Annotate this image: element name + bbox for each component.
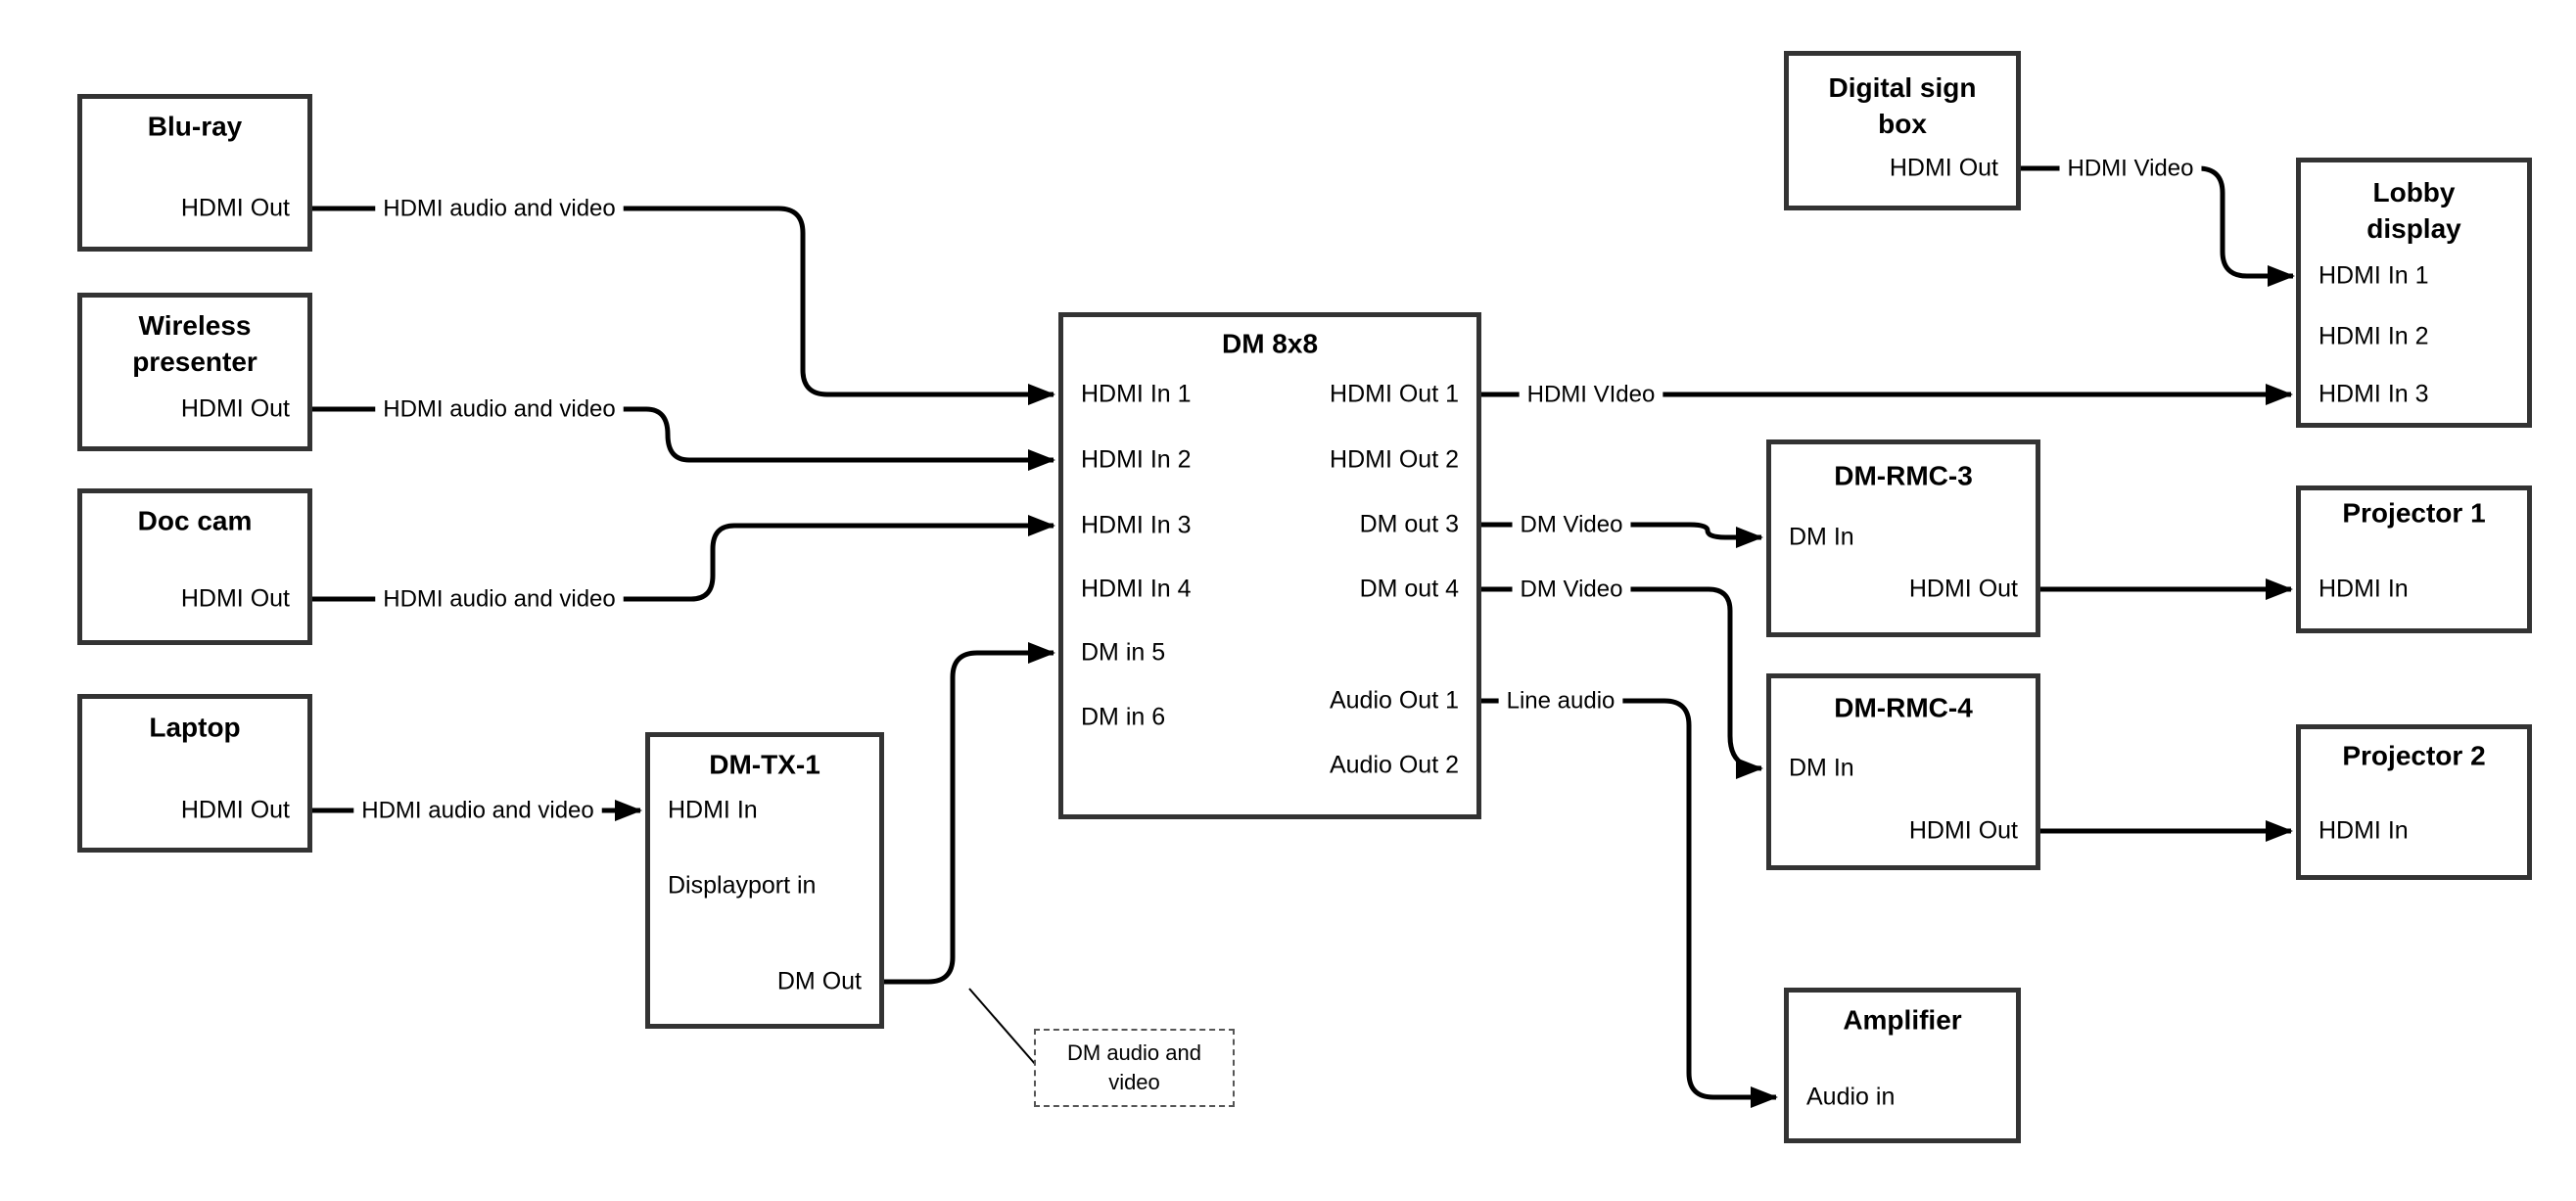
edge-wireless-presenter-to-dm8x8-in2-label-bg [375, 395, 624, 423]
node-dm-tx-1-port-displayport-in: Displayport in [668, 871, 817, 900]
node-projector-2: Projector 2 HDMI In [2296, 724, 2532, 880]
edge-dm8x8-out3-to-dm-rmc-3 [1481, 522, 1763, 548]
node-dm-8x8-port-dm-out-3: DM out 3 [1359, 510, 1459, 538]
node-dm-8x8-port-hdmi-in-1: HDMI In 1 [1081, 380, 1192, 408]
node-dm-rmc-4-port-dm-in: DM In [1789, 754, 1854, 782]
node-dm-tx-1-port-dm-out: DM Out [776, 967, 862, 995]
edge-dm-tx-1-to-dm8x8-in5 [884, 642, 1055, 985]
node-blu-ray-port-hdmi-out: HDMI Out [180, 194, 290, 222]
edge-dm8x8-out3-to-dm-rmc-3-label-bg [1512, 511, 1631, 538]
edge-digital-sign-box-to-lobby-display-in1-label: HDMI Video [2068, 156, 2194, 182]
node-dm-rmc-3: DM-RMC-3 DM In HDMI Out [1766, 439, 2040, 637]
node-dm-8x8-port-hdmi-in-3: HDMI In 3 [1081, 511, 1192, 539]
node-wireless-presenter-port-hdmi-out: HDMI Out [180, 394, 290, 423]
edge-digital-sign-box-to-lobby-display-in1-label-bg [2059, 155, 2202, 182]
node-digital-sign-box-port-hdmi-out: HDMI Out [1889, 154, 1998, 182]
node-dm-8x8-port-hdmi-out-1: HDMI Out 1 [1330, 380, 1459, 408]
edge-blu-ray-to-dm8x8-in1 [312, 206, 1055, 405]
node-dm-8x8-title: DM 8x8 [1221, 328, 1319, 359]
node-laptop-port-hdmi-out: HDMI Out [180, 796, 290, 824]
node-lobby-display-port-hdmi-in-2: HDMI In 2 [2318, 322, 2429, 350]
node-dm-8x8-port-dm-in-5: DM in 5 [1081, 638, 1166, 667]
node-lobby-display-port-hdmi-in-3: HDMI In 3 [2318, 380, 2429, 408]
edge-dm8x8-audio-out1-to-amplifier [1481, 698, 1778, 1108]
node-dm-rmc-3-port-hdmi-out: HDMI Out [1908, 575, 2018, 603]
node-laptop-title: Laptop [149, 712, 241, 743]
edge-dm8x8-audio-out1-to-amplifier-label: Line audio [1507, 688, 1616, 715]
node-dm-rmc-4: DM-RMC-4 DM In HDMI Out [1766, 673, 2040, 870]
node-dm-8x8-port-dm-out-4: DM out 4 [1359, 575, 1459, 603]
node-projector-2-port-hdmi-in: HDMI In [2318, 816, 2409, 845]
node-projector-1-port-hdmi-in: HDMI In [2318, 575, 2409, 603]
edge-wireless-presenter-to-dm8x8-in2 [312, 406, 1055, 471]
node-dm-8x8-port-hdmi-in-4: HDMI In 4 [1081, 575, 1192, 603]
edge-dm8x8-out1-to-lobby-display-in3-label-bg [1519, 381, 1663, 408]
edge-blu-ray-to-dm8x8-in1-label-bg [375, 195, 624, 222]
note-dm-audio-and-video: DM audio and video [1034, 1029, 1235, 1107]
node-amplifier-port-audio-in: Audio in [1806, 1083, 1896, 1111]
edge-laptop-to-dm-tx-1-label-bg [353, 797, 602, 824]
edge-dm8x8-out4-to-dm-rmc-4-label-bg [1512, 576, 1631, 603]
node-projector-1: Projector 1 HDMI In [2296, 485, 2532, 633]
edge-blu-ray-to-dm8x8-in1-label: HDMI audio and video [383, 196, 615, 222]
edge-wireless-presenter-to-dm8x8-in2-label: HDMI audio and video [383, 396, 615, 423]
node-projector-1-title: Projector 1 [2342, 497, 2486, 529]
edge-digital-sign-box-to-lobby-display-in1 [2021, 165, 2295, 287]
node-dm-8x8-port-audio-out-2: Audio Out 2 [1329, 751, 1459, 779]
node-dm-rmc-3-title: DM-RMC-3 [1834, 460, 1973, 491]
node-lobby-display-title: Lobby display [2366, 177, 2461, 244]
node-doc-cam-title: Doc cam [137, 505, 253, 536]
edge-dm8x8-out4-to-dm-rmc-4 [1481, 586, 1763, 779]
edge-doc-cam-to-dm8x8-in3 [312, 515, 1055, 602]
node-dm-8x8-port-dm-in-6: DM in 6 [1081, 703, 1166, 731]
node-projector-2-title: Projector 2 [2342, 740, 2486, 771]
node-doc-cam-port-hdmi-out: HDMI Out [180, 584, 290, 613]
edge-doc-cam-to-dm8x8-in3-label-bg [375, 585, 624, 613]
edge-laptop-to-dm-tx-1-label: HDMI audio and video [361, 798, 593, 824]
node-wireless-presenter-title: Wireless presenter [132, 310, 258, 377]
edge-dm8x8-out4-to-dm-rmc-4-label: DM Video [1521, 577, 1623, 603]
node-dm-tx-1-port-hdmi-in: HDMI In [668, 796, 758, 824]
edge-dm8x8-out1-to-lobby-display-in3-label: HDMI VIdeo [1527, 382, 1656, 408]
node-amplifier-title: Amplifier [1843, 1004, 1962, 1036]
node-dm-8x8-port-audio-out-1: Audio Out 1 [1329, 686, 1459, 715]
edge-doc-cam-to-dm8x8-in3-label: HDMI audio and video [383, 586, 615, 613]
node-dm-tx-1-title: DM-TX-1 [709, 749, 820, 780]
edge-dm8x8-audio-out1-to-amplifier-label-bg [1498, 687, 1623, 715]
node-lobby-display-port-hdmi-in-1: HDMI In 1 [2318, 261, 2429, 290]
node-dm-8x8-port-hdmi-out-2: HDMI Out 2 [1330, 445, 1459, 474]
note-leader-line [968, 988, 1037, 1066]
node-dm-rmc-4-port-hdmi-out: HDMI Out [1908, 816, 2018, 845]
edge-dm8x8-out3-to-dm-rmc-3-label: DM Video [1521, 512, 1623, 538]
node-dm-rmc-4-title: DM-RMC-4 [1834, 692, 1973, 723]
node-digital-sign-box-title: Digital sign box [1828, 72, 1977, 139]
node-dm-8x8-port-hdmi-in-2: HDMI In 2 [1081, 445, 1192, 474]
node-blu-ray-title: Blu-ray [147, 111, 243, 142]
node-dm-rmc-3-port-dm-in: DM In [1789, 523, 1854, 551]
